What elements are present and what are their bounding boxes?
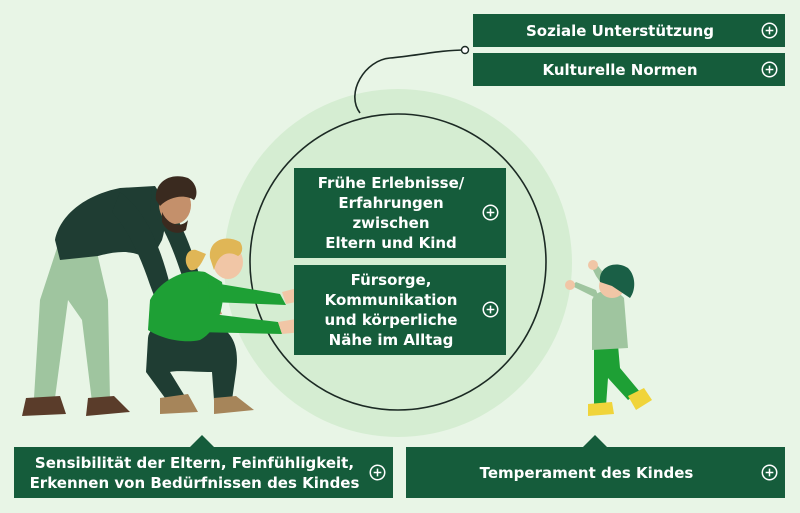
father-figure xyxy=(22,176,222,416)
parent-sensitivity-label: Sensibilität der Eltern, Feinfühligkeit,… xyxy=(29,453,360,492)
early-experiences-box[interactable]: Frühe Erlebnisse/ Erfahrungen zwischen E… xyxy=(294,168,506,258)
pointer-right xyxy=(583,435,607,447)
child-temperament-label: Temperament des Kindes xyxy=(479,463,694,482)
plus-circle-icon[interactable] xyxy=(482,301,499,318)
plus-circle-icon[interactable] xyxy=(761,22,778,39)
plus-circle-icon[interactable] xyxy=(482,204,499,221)
connector-dot xyxy=(460,45,470,55)
early-experiences-label: Frühe Erlebnisse/ Erfahrungen zwischen E… xyxy=(317,174,465,252)
social-support-box[interactable]: Soziale Unterstützung xyxy=(473,14,785,47)
cultural-norms-label: Kulturelle Normen xyxy=(542,60,698,79)
social-support-label: Soziale Unterstützung xyxy=(525,21,714,40)
care-communication-label: Fürsorge, Kommunikation und körperliche … xyxy=(324,271,458,349)
connector-line xyxy=(354,49,466,114)
pointer-left xyxy=(190,435,214,447)
child-figure xyxy=(565,260,652,416)
mother-figure xyxy=(146,238,322,414)
care-communication-box[interactable]: Fürsorge, Kommunikation und körperliche … xyxy=(294,265,506,355)
plus-circle-icon[interactable] xyxy=(761,61,778,78)
halo-circle xyxy=(224,89,572,437)
cultural-norms-box[interactable]: Kulturelle Normen xyxy=(473,53,785,86)
plus-circle-icon[interactable] xyxy=(369,464,386,481)
parent-sensitivity-box[interactable]: Sensibilität der Eltern, Feinfühligkeit,… xyxy=(14,447,393,498)
plus-circle-icon[interactable] xyxy=(761,464,778,481)
ring-circle xyxy=(249,113,547,411)
child-temperament-box[interactable]: Temperament des Kindes xyxy=(406,447,785,498)
